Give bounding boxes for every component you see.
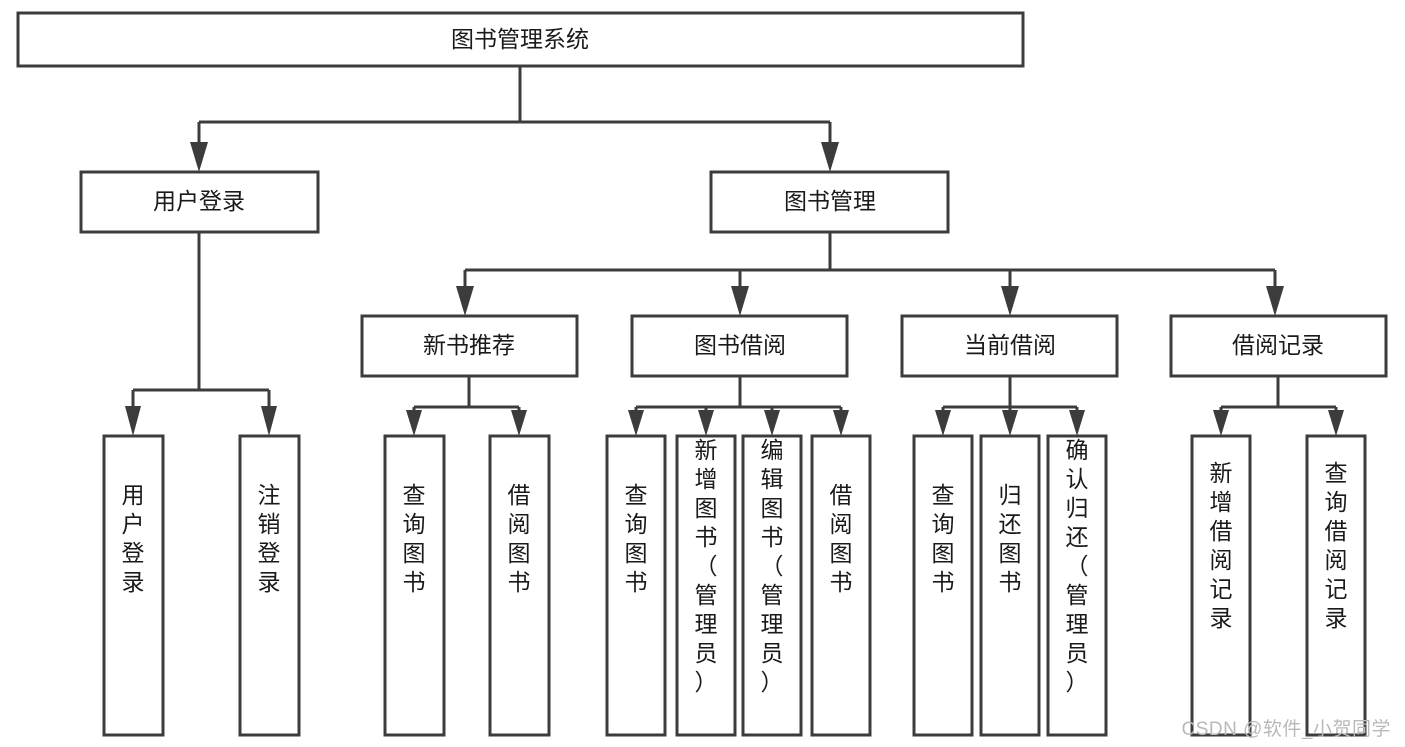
node-leaf-query-book-1-box[interactable] [383,434,446,737]
node-leaf-borrow-book-2-label: 借阅图书 [830,482,853,595]
node-current-borrow[interactable]: 当前借阅 [900,314,1119,378]
arrow-leaf-borrow-book-2 [833,410,849,436]
node-leaf-add-record[interactable]: 新增借阅记录 [1190,434,1252,737]
node-leaf-edit-book-label: 编辑图书（管理员） [761,437,784,695]
node-leaf-query-book-2-box[interactable] [605,434,667,737]
node-user-login-box[interactable] [79,170,320,234]
node-new-book-recommend-label: 新书推荐 [423,332,515,358]
node-book-management-label: 图书管理 [784,188,876,214]
node-leaf-query-book-2-label: 查询图书 [625,482,648,595]
arrow-leaf-user-logout [261,406,277,436]
arrow-leaf-borrow-book-1 [511,410,527,436]
arrow-leaf-query-book-2 [628,410,644,436]
node-new-book-recommend[interactable]: 新书推荐 [360,314,579,378]
node-leaf-query-record[interactable]: 查询借阅记录 [1305,434,1367,737]
node-leaf-query-book-3-box[interactable] [912,434,974,737]
node-leaf-borrow-book-2[interactable]: 借阅图书 [810,434,872,737]
node-leaf-edit-book-box[interactable] [741,434,803,737]
arrow-book-borrow [731,286,749,316]
node-book-management[interactable]: 图书管理 [709,170,950,234]
node-leaf-add-record-label: 新增借阅记录 [1210,460,1233,631]
node-book-management-box[interactable] [709,170,950,234]
arrow-leaf-edit-book [764,410,780,436]
node-leaf-user-login[interactable]: 用户登录 [102,434,165,737]
node-leaf-user-logout[interactable]: 注销登录 [238,434,301,737]
arrow-leaf-add-record [1213,410,1229,436]
node-leaf-borrow-book-2-box[interactable] [810,434,872,737]
node-leaf-return-book[interactable]: 归还图书 [979,434,1041,737]
node-current-borrow-label: 当前借阅 [964,332,1056,358]
node-leaf-return-book-box[interactable] [979,434,1041,737]
node-leaf-borrow-book-1[interactable]: 借阅图书 [488,434,551,737]
node-user-login-label: 用户登录 [153,188,245,214]
node-leaf-query-book-1[interactable]: 查询图书 [383,434,446,737]
node-leaf-user-login-label: 用户登录 [122,482,145,595]
node-leaf-borrow-book-1-box[interactable] [488,434,551,737]
arrow-leaf-query-record [1328,410,1344,436]
node-leaf-confirm-return[interactable]: 确认归还（管理员） [1046,434,1108,737]
node-leaf-query-record-box[interactable] [1305,434,1367,737]
node-current-borrow-box[interactable] [900,314,1119,378]
arrow-leaf-add-book [698,410,714,436]
arrow-book-management [821,142,839,172]
node-leaf-user-logout-box[interactable] [238,434,301,737]
node-leaf-add-record-box[interactable] [1190,434,1252,737]
arrow-borrow-record [1266,286,1284,316]
node-user-login[interactable]: 用户登录 [79,170,320,234]
node-leaf-add-book-box[interactable] [675,434,737,737]
node-borrow-record-box[interactable] [1169,314,1388,378]
node-leaf-add-book-label: 新增图书（管理员） [695,437,718,695]
arrow-new-book-recommend [456,286,474,316]
node-leaf-query-book-3-label: 查询图书 [932,482,955,595]
node-leaf-borrow-book-1-label: 借阅图书 [508,482,531,595]
node-book-borrow-box[interactable] [630,314,849,378]
arrow-leaf-return-book [1002,410,1018,436]
edge-layer [125,66,1344,436]
node-borrow-record[interactable]: 借阅记录 [1169,314,1388,378]
node-root-label: 图书管理系统 [451,26,589,52]
arrow-leaf-query-book-1 [406,410,422,436]
arrow-current-borrow [1001,286,1019,316]
node-borrow-record-label: 借阅记录 [1232,332,1324,358]
node-leaf-confirm-return-box[interactable] [1046,434,1108,737]
node-leaf-user-logout-label: 注销登录 [258,482,281,595]
node-root[interactable]: 图书管理系统 [16,11,1025,68]
node-book-borrow[interactable]: 图书借阅 [630,314,849,378]
arrow-leaf-confirm-return [1069,410,1085,436]
node-leaf-return-book-label: 归还图书 [999,482,1022,595]
node-leaf-user-login-box[interactable] [102,434,165,737]
node-leaf-query-book-3[interactable]: 查询图书 [912,434,974,737]
node-leaf-query-book-2[interactable]: 查询图书 [605,434,667,737]
node-leaf-add-book[interactable]: 新增图书（管理员） [675,434,737,737]
node-leaf-edit-book[interactable]: 编辑图书（管理员） [741,434,803,737]
node-leaf-confirm-return-label: 确认归还（管理员） [1066,437,1089,695]
node-new-book-recommend-box[interactable] [360,314,579,378]
node-leaf-query-record-label: 查询借阅记录 [1325,460,1348,631]
arrow-leaf-query-book-3 [935,410,951,436]
node-root-box[interactable] [16,11,1025,68]
node-book-borrow-label: 图书借阅 [694,332,786,358]
node-leaf-query-book-1-label: 查询图书 [403,482,426,595]
arrow-user-login [190,142,208,172]
arrow-leaf-user-login [125,406,141,436]
